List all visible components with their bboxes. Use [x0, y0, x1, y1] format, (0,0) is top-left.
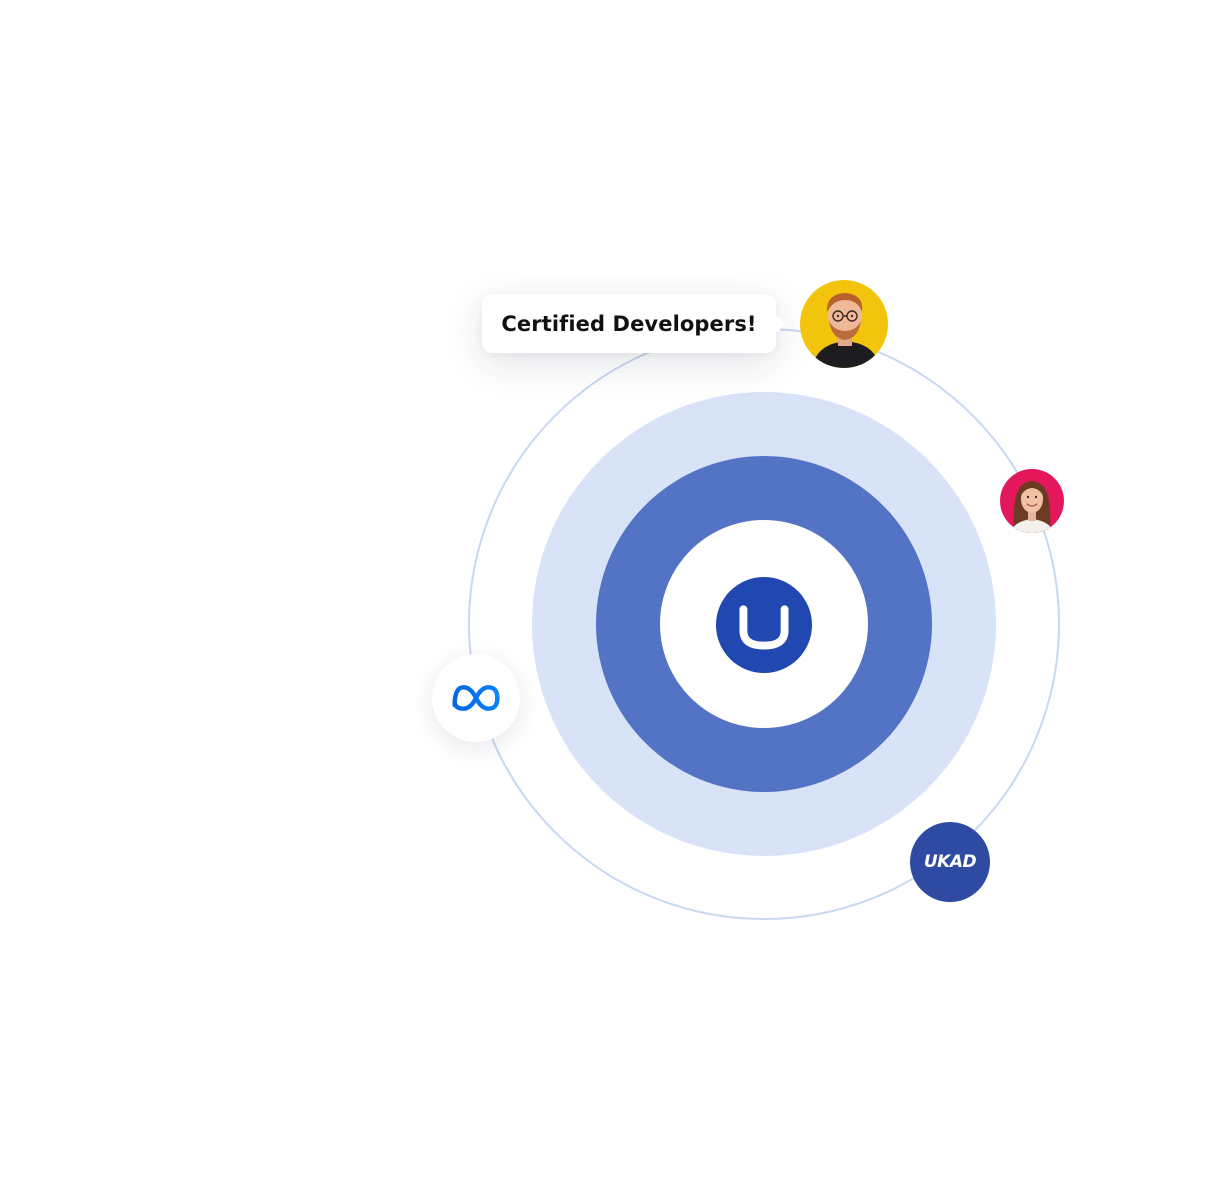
umbraco-u-icon	[715, 576, 813, 674]
meta-badge	[432, 654, 520, 742]
ukad-badge: UKAD	[910, 822, 990, 902]
speech-bubble-text: Certified Developers!	[501, 311, 757, 336]
speech-bubble: Certified Developers!	[482, 294, 786, 353]
meta-infinity-icon	[452, 685, 500, 711]
avatar-developer-man	[800, 280, 888, 368]
ukad-logo-text: UKAD	[923, 852, 977, 872]
avatar-developer-woman	[1000, 469, 1064, 533]
